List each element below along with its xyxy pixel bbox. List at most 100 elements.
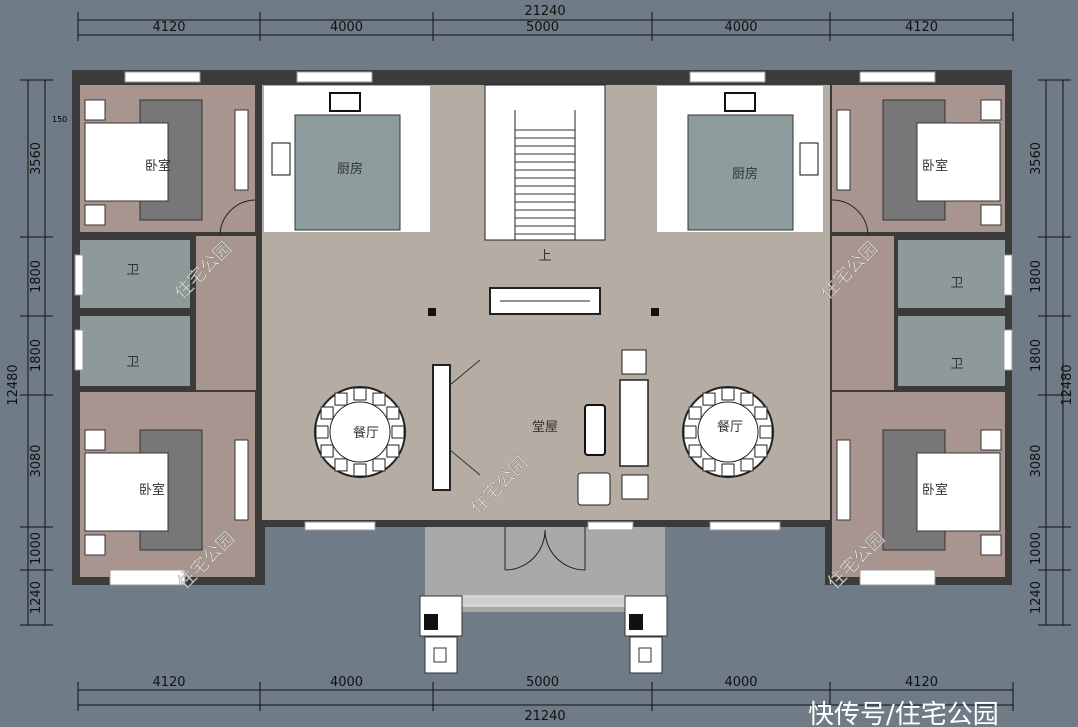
dining-chair	[353, 463, 367, 477]
dim-segment: 4000	[724, 20, 757, 35]
dining-chair	[740, 458, 754, 472]
dim-segment: 4000	[330, 20, 363, 35]
wall-note: 150	[52, 115, 67, 124]
window	[689, 71, 766, 83]
wardrobe	[234, 439, 249, 521]
dining-chair	[386, 406, 400, 420]
dim-segment: 3080	[1029, 444, 1044, 477]
column	[651, 308, 659, 316]
bed	[916, 122, 1001, 202]
bath-r1	[898, 240, 1005, 308]
column	[428, 308, 436, 316]
label-bath-r2: 卫	[950, 357, 963, 372]
window	[709, 521, 781, 531]
dim-segment: 1000	[1029, 532, 1044, 565]
bath-l2	[80, 316, 190, 386]
armchair	[577, 472, 611, 506]
dining-chair	[386, 444, 400, 458]
dim-segment: 3560	[1029, 142, 1044, 175]
dim-segment: 1800	[29, 260, 44, 293]
dining-chair	[334, 458, 348, 472]
wardrobe	[836, 439, 851, 521]
corridor-right	[832, 236, 894, 390]
nightstand	[84, 204, 106, 226]
label-stairs-up: 上	[538, 249, 551, 264]
label-dining-left: 餐厅	[353, 425, 379, 441]
dim-left-total: 12480	[6, 364, 21, 405]
window	[304, 521, 376, 531]
entrance-door	[504, 527, 586, 571]
dim-top-total: 21240	[524, 4, 565, 19]
dining-chair	[721, 463, 735, 477]
side-table	[621, 349, 647, 375]
label-bedroom-bl: 卧室	[139, 482, 165, 498]
label-bath-l1: 卫	[126, 263, 139, 278]
sofa	[619, 379, 649, 467]
staircase	[484, 84, 606, 241]
dining-chair	[702, 458, 716, 472]
dim-right-total: 12480	[1060, 364, 1075, 405]
label-kitchen-right: 厨房	[732, 166, 758, 182]
bed	[84, 452, 169, 532]
sink-icon	[329, 92, 361, 112]
label-dining-right: 餐厅	[717, 419, 743, 435]
nightstand	[980, 429, 1002, 451]
nightstand	[980, 534, 1002, 556]
label-bedroom-br: 卧室	[922, 482, 948, 498]
nightstand	[84, 429, 106, 451]
door-swing	[831, 199, 869, 237]
dim-segment: 4120	[905, 675, 938, 690]
wardrobe	[234, 109, 249, 191]
dining-chair	[334, 392, 348, 406]
dining-chair	[688, 406, 702, 420]
credit-text: 快传号/住宅公园	[808, 700, 999, 727]
dining-chair	[740, 392, 754, 406]
dim-segment: 4000	[330, 675, 363, 690]
dining-chair	[688, 444, 702, 458]
label-bath-l2: 卫	[126, 355, 139, 370]
dim-segment: 3080	[29, 444, 44, 477]
dim-segment: 1240	[29, 581, 44, 614]
dining-chair	[683, 425, 697, 439]
bed	[84, 122, 169, 202]
dim-segment: 1800	[1029, 339, 1044, 372]
dim-segment: 5000	[526, 20, 559, 35]
tv-cabinet	[432, 364, 451, 491]
dim-segment: 4000	[724, 675, 757, 690]
window	[124, 71, 201, 83]
dining-chair	[759, 425, 773, 439]
dining-chair	[372, 392, 386, 406]
dining-chair	[391, 425, 405, 439]
nightstand	[980, 204, 1002, 226]
stove-icon	[799, 142, 819, 176]
label-bedroom-tl: 卧室	[145, 158, 171, 174]
dining-chair	[315, 425, 329, 439]
window	[587, 521, 634, 531]
dining-chair	[754, 444, 768, 458]
stove-icon	[271, 142, 291, 176]
window	[74, 254, 84, 296]
bath-l1	[80, 240, 190, 308]
coffee-table	[584, 404, 606, 456]
window	[74, 329, 84, 371]
dining-chair	[721, 387, 735, 401]
kitchen-island-left	[294, 114, 401, 231]
window	[109, 569, 186, 586]
window	[1003, 329, 1013, 371]
window	[296, 71, 373, 83]
label-kitchen-left: 厨房	[337, 161, 363, 177]
dining-chair	[702, 392, 716, 406]
corridor-left	[196, 236, 256, 390]
kitchen-island-right	[687, 114, 794, 231]
label-hall: 堂屋	[532, 420, 558, 435]
window	[1003, 254, 1013, 296]
dim-segment: 1800	[1029, 260, 1044, 293]
label-bath-r1: 卫	[950, 276, 963, 291]
nightstand	[980, 99, 1002, 121]
dim-bottom-total: 21240	[524, 709, 565, 724]
dim-segment: 4120	[152, 675, 185, 690]
bed	[916, 452, 1001, 532]
dim-segment: 1800	[29, 339, 44, 372]
window	[859, 569, 936, 586]
